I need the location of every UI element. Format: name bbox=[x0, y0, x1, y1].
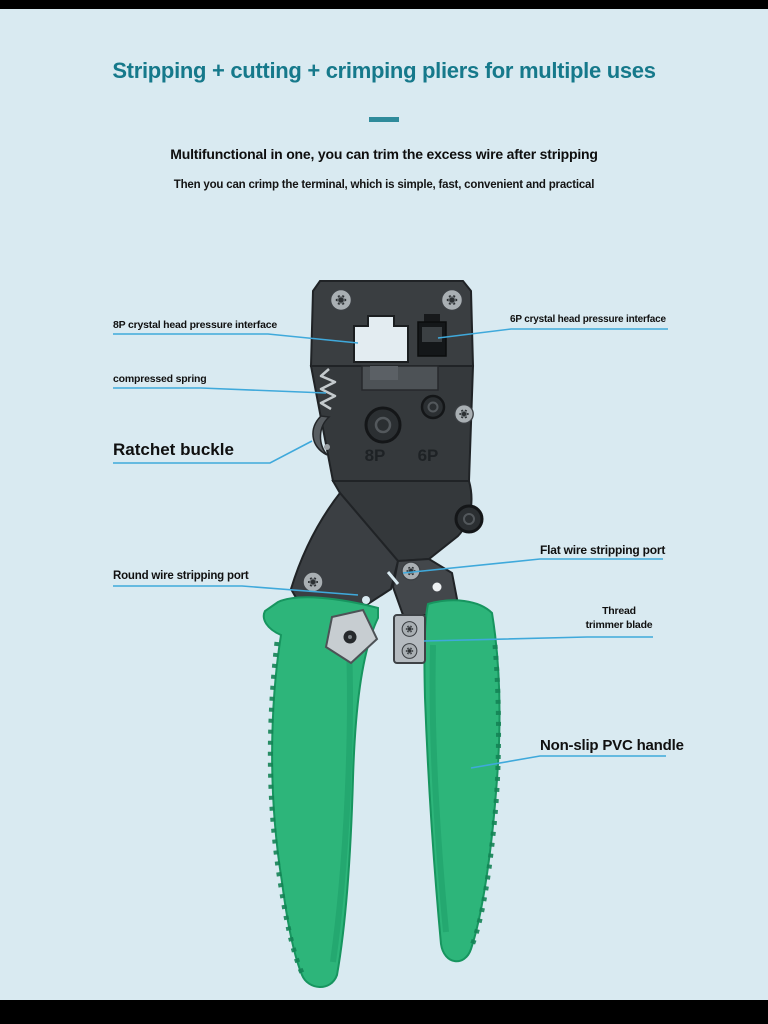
cutter-assembly bbox=[324, 608, 426, 665]
callout-flat-wire-stripping-port: Flat wire stripping port bbox=[540, 543, 666, 557]
pivot-plate-pin bbox=[348, 635, 352, 639]
screw-icon bbox=[329, 288, 353, 312]
head-step-inner bbox=[370, 366, 398, 380]
6p-port bbox=[417, 314, 447, 357]
callout-compressed-spring: compressed spring bbox=[113, 373, 207, 385]
ratchet-buckle-part bbox=[312, 415, 331, 456]
bottom-black-bar bbox=[0, 1000, 768, 1024]
round-stripping-notch bbox=[362, 596, 370, 604]
pivot-ring-large bbox=[364, 406, 402, 444]
pivot-plate bbox=[324, 608, 379, 665]
left-jaw-arm bbox=[289, 491, 400, 616]
left-handle bbox=[262, 596, 379, 988]
page-title: Stripping + cutting + crimping pliers fo… bbox=[112, 58, 656, 83]
title-divider bbox=[369, 117, 399, 122]
head-lower-wedge bbox=[331, 480, 473, 563]
lower-ring bbox=[454, 504, 484, 534]
screw-icon bbox=[401, 561, 421, 581]
callout-6p-crystal-interface: 6P crystal head pressure interface bbox=[510, 314, 666, 325]
tool-head: 8P 6P bbox=[309, 280, 484, 563]
compressed-spring-part bbox=[319, 368, 337, 411]
left-handle-body bbox=[262, 596, 379, 988]
marking-6p: 6P bbox=[418, 446, 439, 465]
left-handle-shade bbox=[330, 644, 353, 963]
callout-line-flat-port bbox=[402, 558, 663, 574]
callout-round-wire-stripping-port: Round wire stripping port bbox=[113, 570, 249, 582]
callout-line-8p bbox=[113, 333, 359, 344]
right-handle-shade bbox=[429, 644, 449, 933]
thread-trimmer-blade-part bbox=[393, 614, 426, 664]
flat-stripping-notch bbox=[386, 571, 400, 585]
callout-line-handle bbox=[470, 755, 666, 769]
left-handle-ridges bbox=[267, 641, 306, 977]
callout-ratchet-buckle: Ratchet buckle bbox=[113, 440, 234, 459]
callout-thread-trimmer-blade: Thread trimmer blade bbox=[585, 605, 653, 631]
tool-jaws bbox=[289, 491, 459, 616]
marking-8p: 8P bbox=[365, 446, 386, 465]
head-step-block bbox=[361, 365, 439, 391]
pivot-plate-hole bbox=[343, 630, 357, 644]
8p-port bbox=[353, 315, 409, 363]
callout-line-round-port bbox=[113, 585, 359, 596]
right-jaw-arm bbox=[391, 557, 459, 616]
callout-8p-crystal-interface: 8P crystal head pressure interface bbox=[113, 319, 278, 331]
callout-line-trimmer bbox=[423, 636, 653, 642]
right-handle bbox=[423, 599, 502, 963]
callout-line-spring bbox=[113, 387, 327, 394]
ratchet-pin bbox=[324, 444, 330, 450]
pivot-ring-small bbox=[420, 394, 446, 420]
head-mid-section bbox=[309, 365, 475, 482]
screw-icon bbox=[401, 620, 418, 638]
top-black-bar bbox=[0, 0, 768, 9]
callout-non-slip-pvc-handle: Non-slip PVC handle bbox=[540, 737, 684, 754]
lower-ring-inner bbox=[463, 513, 475, 525]
right-handle-body bbox=[423, 599, 501, 963]
jaw-white-dot bbox=[432, 582, 442, 592]
screw-icon bbox=[401, 642, 418, 660]
right-handle-ridges bbox=[467, 644, 502, 952]
subtitle-primary: Multifunctional in one, you can trim the… bbox=[170, 146, 598, 162]
callout-line-6p bbox=[437, 328, 668, 339]
subtitle-secondary: Then you can crimp the terminal, which i… bbox=[173, 179, 595, 191]
screw-icon bbox=[440, 288, 464, 312]
screw-icon bbox=[301, 570, 325, 594]
pivot-ring-small-inner bbox=[427, 401, 439, 413]
pivot-ring-large-inner bbox=[374, 416, 392, 434]
screw-icon bbox=[453, 403, 475, 425]
head-top-section bbox=[309, 280, 475, 367]
